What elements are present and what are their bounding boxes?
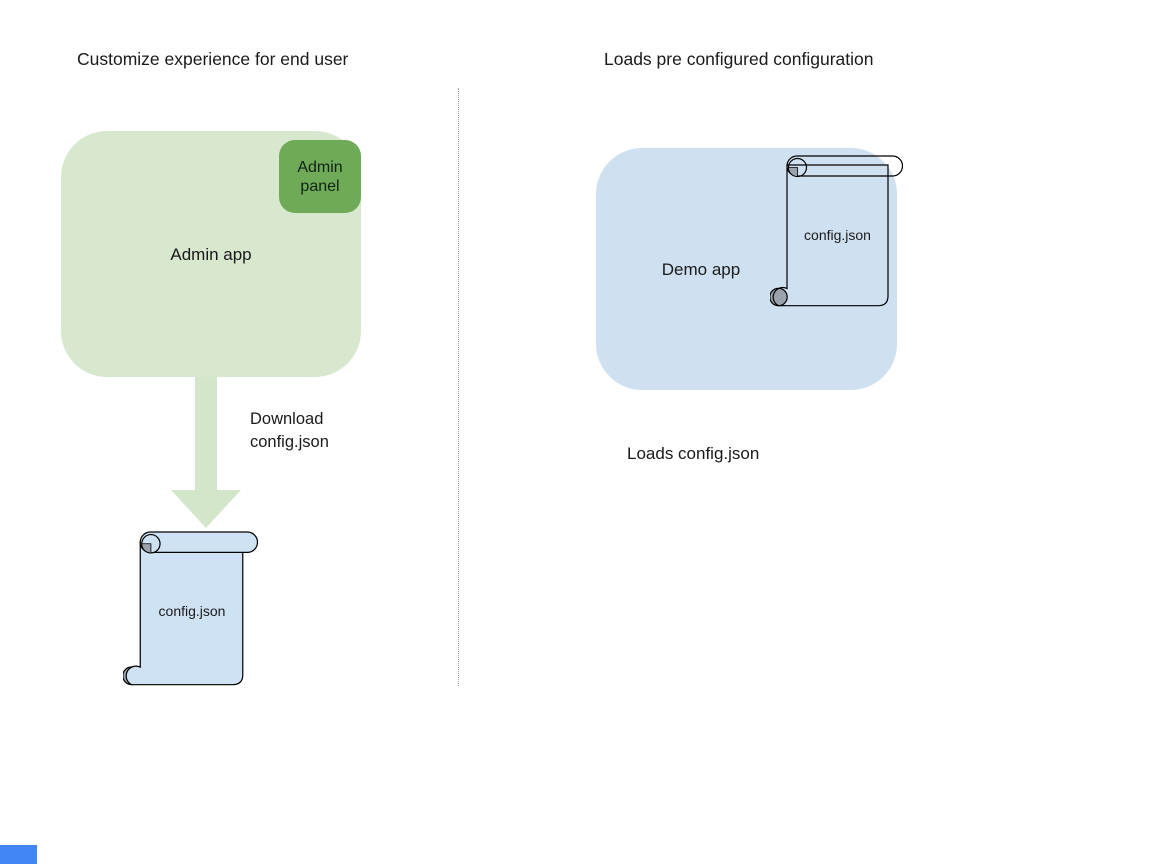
config-file-label-right: config.json	[804, 227, 871, 243]
config-file-scroll-left	[123, 531, 258, 686]
right-section-title: Loads pre configured configuration	[604, 49, 874, 69]
config-file-label-left: config.json	[158, 603, 226, 619]
loads-config-caption: Loads config.json	[627, 444, 760, 463]
left-section-title: Customize experience for end user	[77, 49, 349, 69]
blue-corner-rectangle	[0, 845, 37, 864]
download-arrow-label: Download config.json	[250, 410, 329, 451]
scroll-icon	[123, 531, 258, 686]
admin-panel-box: Admin panel	[279, 140, 361, 213]
demo-app-box	[596, 148, 897, 390]
config-file-scroll-right	[770, 155, 903, 307]
demo-app-label: Demo app	[661, 260, 741, 279]
scroll-icon	[770, 155, 903, 307]
admin-panel-label: Admin panel	[297, 158, 343, 195]
section-divider	[458, 88, 459, 686]
down-arrow-icon	[171, 377, 241, 528]
admin-app-label: Admin app	[170, 245, 252, 264]
